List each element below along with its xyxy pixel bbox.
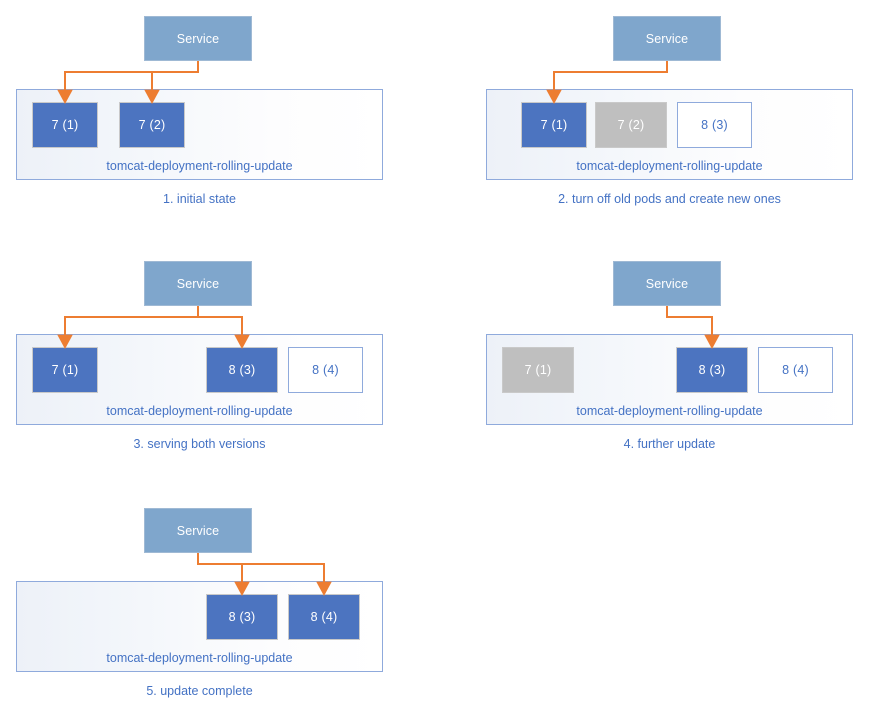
service-node: Service [144, 16, 252, 61]
panel-caption: 2. turn off old pods and create new ones [558, 192, 781, 206]
panel-caption: 1. initial state [163, 192, 236, 206]
deployment-label: tomcat-deployment-rolling-update [576, 159, 763, 173]
pod-box: 8 (3) [206, 347, 278, 393]
pod-box: 7 (1) [502, 347, 574, 393]
service-node: Service [613, 16, 721, 61]
pod-box: 8 (4) [288, 594, 360, 640]
panel-caption: 3. serving both versions [133, 437, 266, 451]
deployment-label: tomcat-deployment-rolling-update [576, 404, 763, 418]
panel-caption: 4. further update [623, 437, 716, 451]
pod-box: 7 (1) [32, 347, 98, 393]
service-node: Service [144, 508, 252, 553]
pod-box: 7 (2) [119, 102, 185, 148]
pod-box: 8 (4) [758, 347, 833, 393]
pod-box: 8 (3) [206, 594, 278, 640]
pod-box: 8 (4) [288, 347, 363, 393]
deployment-label: tomcat-deployment-rolling-update [106, 404, 293, 418]
deployment-label: tomcat-deployment-rolling-update [106, 651, 293, 665]
pod-box: 7 (1) [521, 102, 587, 148]
service-node: Service [144, 261, 252, 306]
pod-box: 7 (1) [32, 102, 98, 148]
panel-caption: 5. update complete [146, 684, 253, 698]
pod-box: 7 (2) [595, 102, 667, 148]
deployment-label: tomcat-deployment-rolling-update [106, 159, 293, 173]
pod-box: 8 (3) [676, 347, 748, 393]
pod-box: 8 (3) [677, 102, 752, 148]
service-node: Service [613, 261, 721, 306]
